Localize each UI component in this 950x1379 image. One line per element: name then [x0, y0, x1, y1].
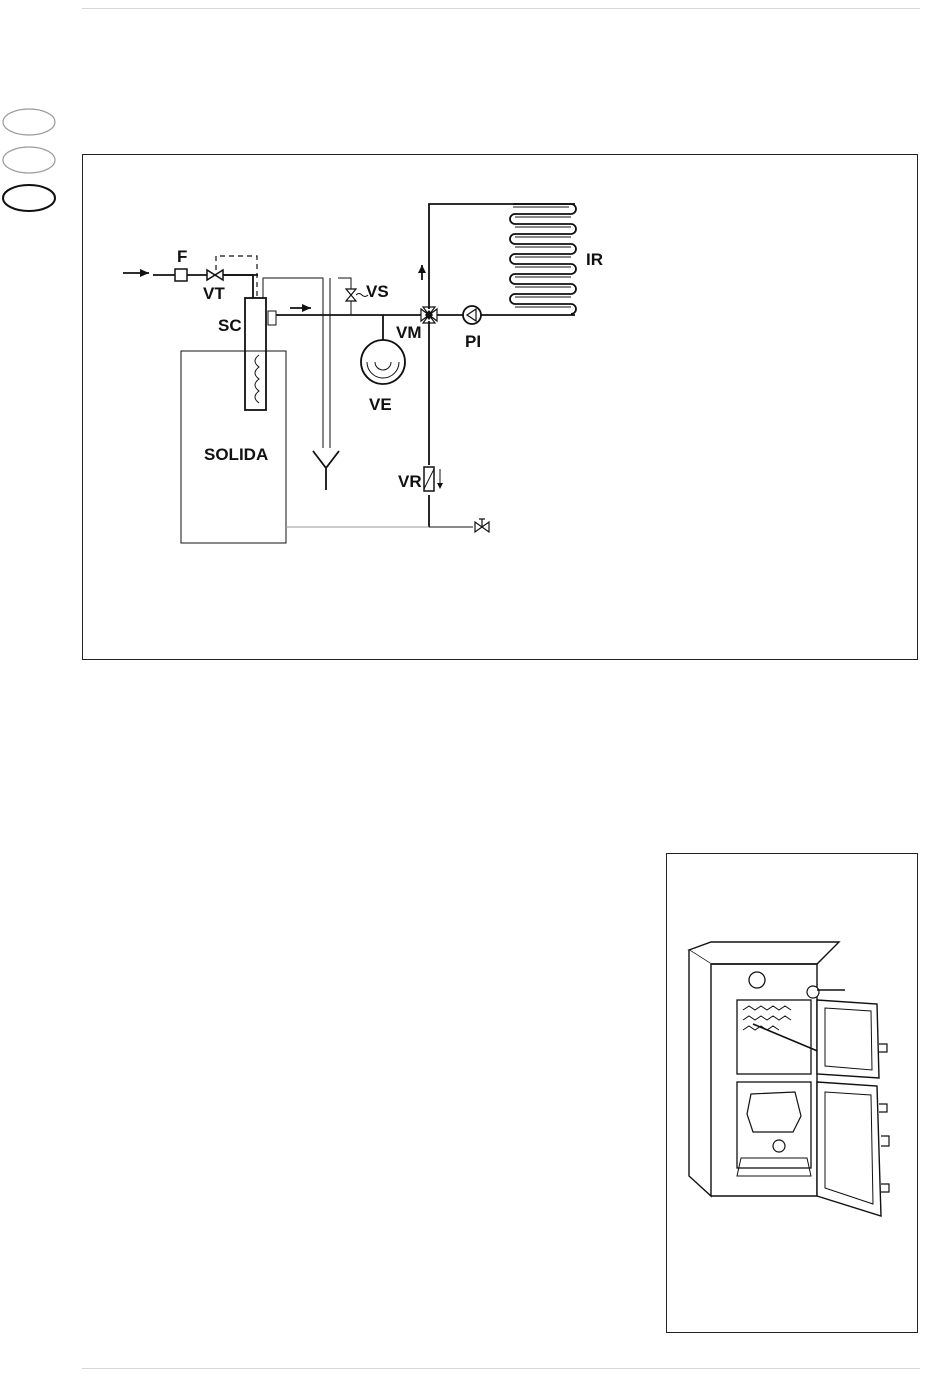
- boiler-top: [689, 942, 839, 964]
- hydraulic-diagram-frame: F VT SC VS VM VE PI IR VR SOLIDA: [82, 154, 918, 660]
- upper-chamber: [737, 1000, 811, 1074]
- label-VM: VM: [396, 323, 422, 342]
- label-SC: SC: [218, 316, 242, 335]
- door-hinges: [879, 1044, 889, 1192]
- label-VE: VE: [369, 395, 392, 414]
- expansion-vessel-VE: [361, 340, 405, 384]
- pump-PI: [463, 306, 481, 324]
- label-VT: VT: [203, 284, 225, 303]
- boiler-left-side: [689, 950, 711, 1196]
- lower-chamber: [737, 1082, 811, 1168]
- VT-to-coil: [223, 275, 253, 298]
- label-VS: VS: [366, 282, 389, 301]
- return-arrow-head: [437, 483, 443, 489]
- label-F: F: [177, 247, 187, 266]
- label-VR: VR: [398, 472, 422, 491]
- language-oval-3-selected[interactable]: [3, 185, 55, 211]
- drain-funnel: [313, 451, 339, 490]
- language-oval-1[interactable]: [3, 109, 55, 135]
- label-SOLIDA: SOLIDA: [204, 445, 268, 464]
- inlet-arrow-head: [140, 269, 149, 277]
- hydraulic-diagram: F VT SC VS VM VE PI IR VR SOLIDA: [83, 155, 917, 659]
- boiler-cleaning-illustration: [667, 854, 917, 1332]
- supply-arrow-head: [418, 265, 426, 273]
- label-PI: PI: [465, 332, 481, 351]
- drain-cock: [475, 519, 489, 532]
- coil-sensor: [268, 311, 276, 325]
- top-rule: [82, 8, 920, 9]
- language-ovals: [0, 105, 60, 215]
- flow-arrow-head: [302, 304, 311, 312]
- thermometer: [807, 986, 819, 998]
- label-IR: IR: [586, 250, 603, 269]
- language-oval-2[interactable]: [3, 147, 55, 173]
- boiler-cleaning-illustration-frame: [666, 853, 918, 1333]
- boiler-top-port: [749, 972, 765, 988]
- safety-valve-VS: [346, 289, 356, 301]
- ash-door-knob: [773, 1140, 785, 1152]
- filter-F: [175, 269, 187, 281]
- bottom-rule: [82, 1368, 920, 1369]
- safety-coil-spiral: [255, 355, 259, 403]
- safety-coil: [245, 298, 266, 410]
- valve-VT: [207, 270, 223, 280]
- coil-drain-pipe: [263, 278, 323, 448]
- radiator-IR-inner: [513, 207, 571, 307]
